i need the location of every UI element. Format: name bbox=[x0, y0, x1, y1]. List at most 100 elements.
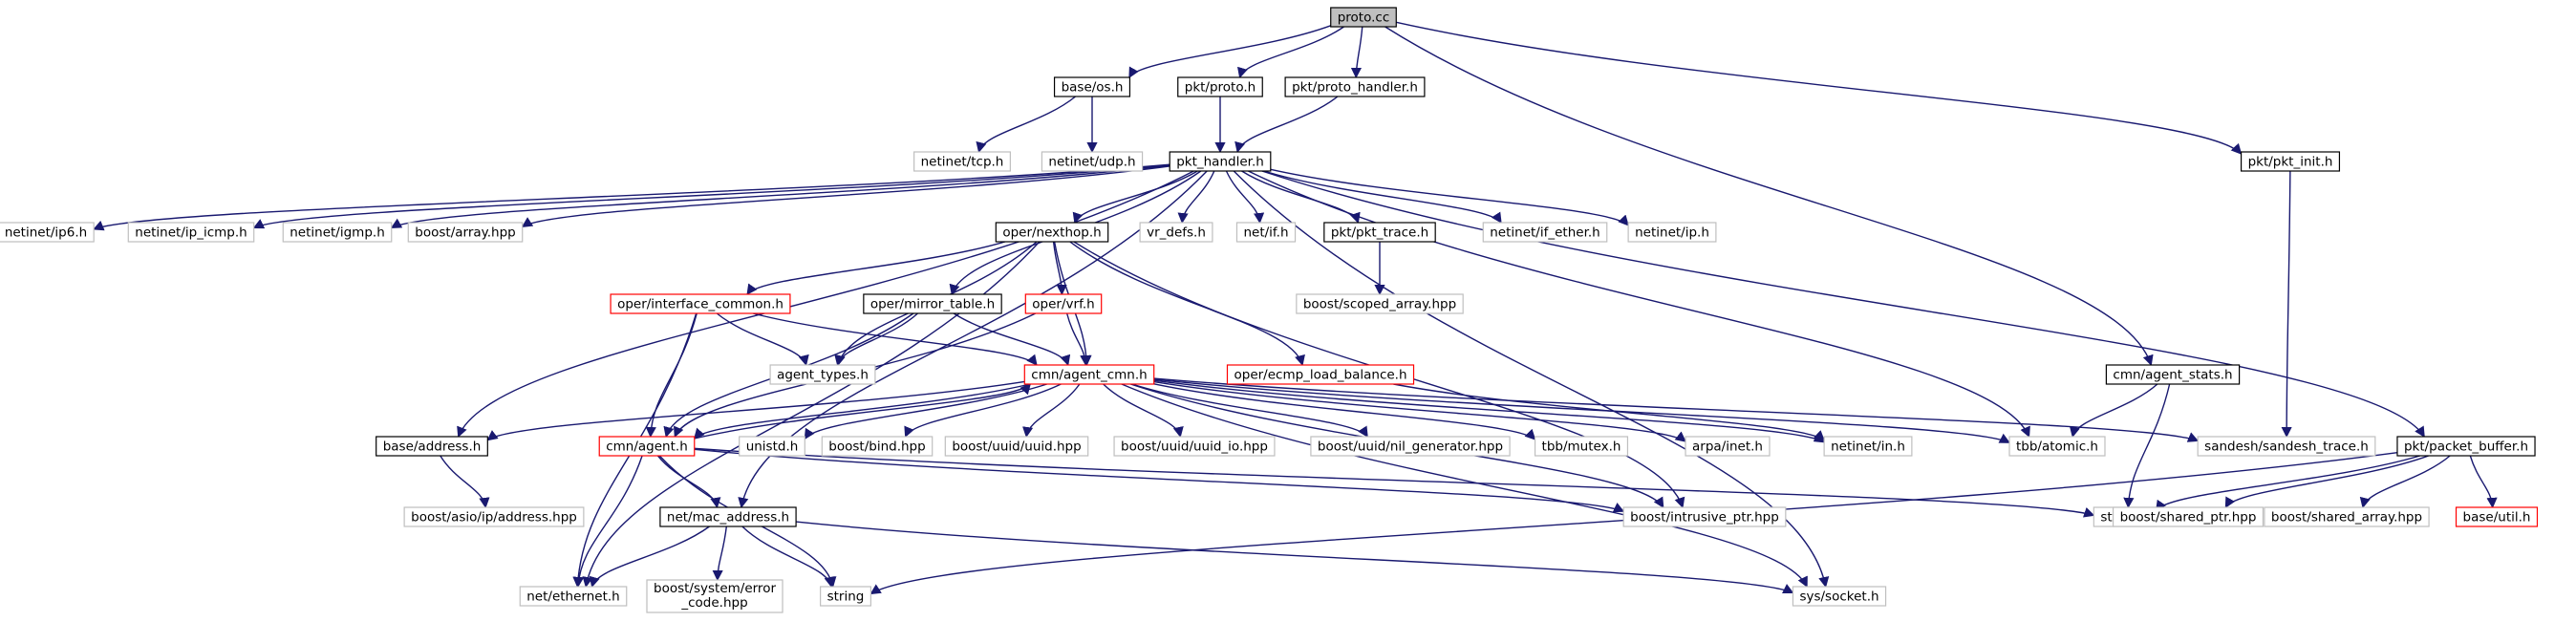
node-boost_uuid_uuid_hpp: boost/uuid/uuid.hpp bbox=[944, 436, 1089, 457]
node-box bbox=[944, 436, 1089, 457]
node-box bbox=[1041, 151, 1144, 172]
node-pkt_packet_buffer_h[interactable]: pkt/packet_buffer.h bbox=[2396, 436, 2536, 457]
node-box bbox=[659, 506, 797, 527]
node-pkt_handler_h[interactable]: pkt_handler.h bbox=[1169, 151, 1272, 172]
node-label: boost/bind.hpp bbox=[828, 440, 925, 455]
node-netinet_tcp_h: netinet/tcp.h bbox=[913, 151, 1011, 172]
edge-oper_ecmp_load_balance_h-to-netinet_in_h bbox=[1393, 383, 1825, 441]
node-box bbox=[769, 364, 876, 385]
node-label: boost/uuid/uuid.hpp bbox=[952, 440, 1081, 455]
edge-pkt_proto_handler_h-to-pkt_handler_h bbox=[1234, 96, 1339, 154]
node-layer: proto.cc base/os.h pkt/proto.h pkt/proto_ha… bbox=[0, 7, 2539, 613]
node-label: oper/vrf.h bbox=[1032, 297, 1094, 312]
edge-oper_vrf_h-to-cmn_agent_cmn_h bbox=[1065, 312, 1091, 367]
edge-layer bbox=[93, 21, 2498, 595]
node-box bbox=[1235, 222, 1297, 243]
node-box bbox=[282, 222, 393, 243]
node-box bbox=[646, 579, 784, 613]
edge-cmn_agent_h-to-string bbox=[658, 455, 837, 589]
node-box bbox=[598, 436, 696, 457]
node-box bbox=[1169, 151, 1272, 172]
edge-oper_mirror_table_h-to-agent_types_h bbox=[834, 312, 918, 367]
node-label: proto.cc bbox=[1338, 11, 1390, 26]
edge-net_mac_address_h-to-sys_socket_h bbox=[796, 521, 1794, 594]
node-label: netinet/ip6.h bbox=[5, 225, 87, 241]
edge-pkt_handler_h-to-netinet_if_ether_h bbox=[1263, 170, 1502, 224]
edge-cmn_agent_cmn_h-to-boost_uuid_nil_generator_hpp bbox=[1131, 383, 1368, 438]
edge-pkt_handler_h-to-pkt_pkt_trace_h bbox=[1241, 170, 1361, 225]
edge-pkt_handler_h-to-net_if_h bbox=[1225, 170, 1265, 225]
node-boost_asio_ip_address_hpp: boost/asio/ip/address.hpp bbox=[403, 506, 585, 527]
node-box bbox=[1296, 293, 1464, 314]
node-oper_mirror_table_h[interactable]: oper/mirror_table.h bbox=[863, 293, 1002, 314]
node-base_os_h[interactable]: base/os.h bbox=[1053, 76, 1131, 97]
edge-pkt_packet_buffer_h-to-base_util_h bbox=[2469, 455, 2498, 509]
node-label: netinet/in.h bbox=[1831, 440, 1905, 455]
node-label: pkt/packet_buffer.h bbox=[2404, 440, 2528, 455]
node-box bbox=[403, 506, 585, 527]
node-box bbox=[1330, 7, 1397, 28]
node-label: arpa/inet.h bbox=[1692, 440, 1763, 455]
edge-cmn_agent_cmn_h-to-netinet_in_h bbox=[1153, 379, 1826, 443]
edge-cmn_agent_cmn_h-to-base_address_h bbox=[486, 380, 1025, 441]
node-pkt_proto_h[interactable]: pkt/proto.h bbox=[1177, 76, 1263, 97]
node-label: boost/shared_array.hpp bbox=[2271, 510, 2422, 525]
node-box bbox=[2396, 436, 2536, 457]
edge-proto_cc-to-pkt_pkt_init_h bbox=[1396, 21, 2243, 155]
node-pkt_pkt_init_h[interactable]: pkt/pkt_init.h bbox=[2240, 151, 2341, 172]
node-base_util_h[interactable]: base/util.h bbox=[2455, 506, 2539, 527]
node-boost_system_error_code_hpp: boost/system/error_code.hpp bbox=[646, 579, 784, 613]
node-box bbox=[376, 436, 488, 457]
node-cmn_agent_stats_h[interactable]: cmn/agent_stats.h bbox=[2105, 364, 2241, 385]
edge-cmn_agent_cmn_h-to-boost_uuid_uuid_hpp bbox=[1022, 383, 1081, 439]
node-label: net/ethernet.h bbox=[526, 590, 619, 605]
edge-oper_nexthop_h-to-oper_interface_common_h bbox=[746, 241, 1006, 295]
node-box bbox=[1482, 222, 1608, 243]
node-label: boost/uuid/nil_generator.hpp bbox=[1318, 440, 1503, 455]
node-oper_interface_common_h[interactable]: oper/interface_common.h bbox=[610, 293, 791, 314]
node-box bbox=[1310, 436, 1511, 457]
node-box bbox=[2240, 151, 2341, 172]
node-box bbox=[519, 586, 628, 607]
edge-base_address_h-to-boost_asio_ip_address_hpp bbox=[440, 455, 490, 509]
node-boost_scoped_array_hpp: boost/scoped_array.hpp bbox=[1296, 293, 1464, 314]
node-label: base/address.h bbox=[383, 440, 482, 455]
edge-cmn_agent_cmn_h-to-tbb_atomic_h bbox=[1153, 378, 2011, 443]
node-label: string bbox=[827, 590, 865, 605]
node-net_ethernet_h: net/ethernet.h bbox=[519, 586, 628, 607]
node-netinet_udp_h: netinet/udp.h bbox=[1041, 151, 1144, 172]
node-box bbox=[913, 151, 1011, 172]
node-net_mac_address_h[interactable]: net/mac_address.h bbox=[659, 506, 797, 527]
node-oper_vrf_h[interactable]: oper/vrf.h bbox=[1024, 293, 1103, 314]
node-label: base/os.h bbox=[1062, 80, 1124, 96]
node-label: boost/asio/ip/address.hpp bbox=[411, 510, 577, 525]
node-vr_defs_h: vr_defs.h bbox=[1139, 222, 1213, 243]
node-label: pkt/proto.h bbox=[1185, 80, 1256, 96]
node-label: boost/shared_ptr.hpp bbox=[2120, 510, 2257, 525]
node-pkt_pkt_trace_h[interactable]: pkt/pkt_trace.h bbox=[1323, 222, 1436, 243]
edge-cmn_agent_cmn_h-to-cmn_agent_h bbox=[694, 383, 1031, 440]
node-box bbox=[739, 436, 805, 457]
edge-oper_interface_common_h-to-cmn_agent_cmn_h bbox=[752, 312, 1038, 366]
node-label: oper/mirror_table.h bbox=[870, 297, 995, 312]
node-box bbox=[127, 222, 255, 243]
node-agent_types_h: agent_types.h bbox=[769, 364, 876, 385]
node-cmn_agent_cmn_h[interactable]: cmn/agent_cmn.h bbox=[1023, 364, 1155, 385]
node-boost_uuid_nil_generator_hpp: boost/uuid/nil_generator.hpp bbox=[1310, 436, 1511, 457]
edge-net_mac_address_h-to-string bbox=[741, 525, 835, 589]
node-box bbox=[863, 293, 1002, 314]
node-base_address_h[interactable]: base/address.h bbox=[376, 436, 488, 457]
edge-cmn_agent_h-to-stdint_h bbox=[694, 447, 2095, 518]
node-label: netinet/ip_icmp.h bbox=[135, 225, 247, 241]
node-oper_nexthop_h[interactable]: oper/nexthop.h bbox=[995, 222, 1109, 243]
node-pkt_proto_handler_h[interactable]: pkt/proto_handler.h bbox=[1284, 76, 1426, 97]
node-label: tbb/atomic.h bbox=[2016, 440, 2098, 455]
edge-cmn_agent_cmn_h-to-unistd_h bbox=[804, 383, 1047, 440]
edge-cmn_agent_cmn_h-to-sys_socket_h bbox=[1121, 383, 1808, 589]
node-boost_uuid_uuid_io_hpp: boost/uuid/uuid_io.hpp bbox=[1113, 436, 1276, 457]
node-proto_cc[interactable]: proto.cc bbox=[1330, 7, 1397, 28]
node-box bbox=[2197, 436, 2376, 457]
node-oper_ecmp_load_balance_h[interactable]: oper/ecmp_load_balance.h bbox=[1226, 364, 1415, 385]
node-cmn_agent_h[interactable]: cmn/agent.h bbox=[598, 436, 696, 457]
